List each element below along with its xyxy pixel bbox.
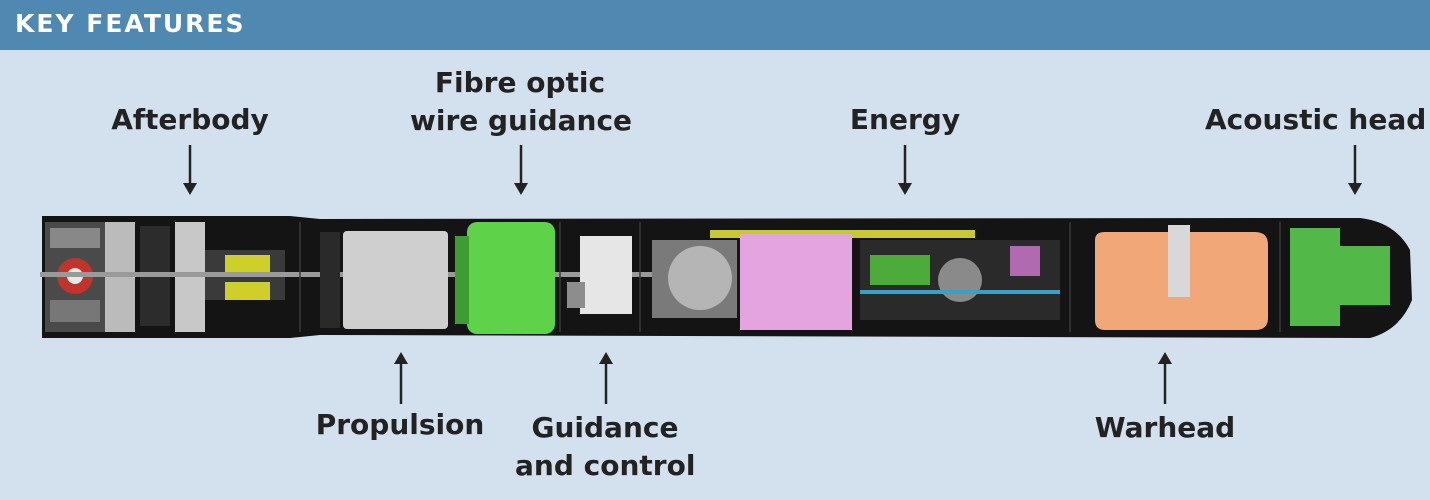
label-guidance-control-line1: Guidance xyxy=(531,411,679,444)
afterbody-arrow-icon xyxy=(183,145,197,195)
label-afterbody: Afterbody xyxy=(111,103,269,136)
label-fibre-optic-line2: wire guidance xyxy=(410,104,633,137)
label-propulsion: Propulsion xyxy=(315,408,485,441)
section-header: KEY FEATURES xyxy=(0,0,1430,50)
fibre-optic-arrow-icon xyxy=(514,145,528,195)
section-title: KEY FEATURES xyxy=(15,9,246,38)
energy-arrow-icon xyxy=(898,145,912,195)
guidance-control-arrow-icon xyxy=(599,352,613,404)
propulsion-section xyxy=(343,231,448,329)
warhead-arrow-icon xyxy=(1158,352,1172,404)
label-energy: Energy xyxy=(849,103,961,136)
label-warhead: Warhead xyxy=(1094,411,1236,444)
acoustic-head xyxy=(1290,228,1390,326)
energy-battery xyxy=(740,234,852,330)
guidance-control-unit xyxy=(580,236,632,314)
fibre-optic-spool xyxy=(467,222,555,334)
label-fibre-optic-line1: Fibre optic xyxy=(434,66,606,99)
label-guidance-control-line2: and control xyxy=(515,449,696,482)
acoustic-head-arrow-icon xyxy=(1348,145,1362,195)
label-guidance-control: Guidance and control xyxy=(515,409,695,485)
propulsion-arrow-icon xyxy=(394,352,408,404)
label-fibre-optic: Fibre optic wire guidance xyxy=(410,64,633,140)
label-acoustic-head: Acoustic head xyxy=(1205,103,1427,136)
